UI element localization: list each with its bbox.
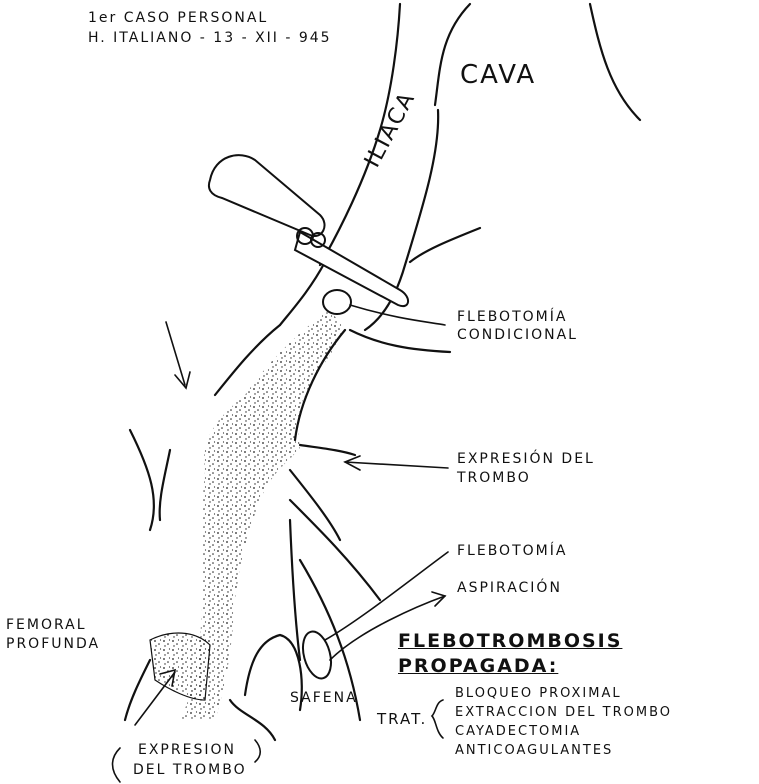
case-header-line1: 1er CASO PERSONAL: [88, 10, 268, 28]
aspiracion-label: ASPIRACIÓN: [457, 580, 562, 598]
expresion-bracket-right: [255, 740, 260, 762]
vascular-clamp: [209, 155, 408, 306]
safena-label: SAFENA: [290, 690, 358, 708]
trat-brace: [432, 700, 443, 738]
condicional-pointer: [350, 305, 445, 325]
expresion-pointer: [345, 462, 448, 468]
iliac-left-lower: [280, 262, 325, 325]
branch-right-2: [290, 470, 340, 540]
left-cut-2: [160, 450, 170, 520]
treatment-item: CAYADECTOMIA: [455, 724, 581, 740]
flebotomia-label: FLEBOTOMÍA: [457, 543, 567, 561]
treatment-label: TRAT.: [377, 710, 427, 729]
diagnosis-line1: FLEBOTROMBOSIS: [398, 630, 622, 654]
branch-right-3: [290, 500, 380, 600]
cava-label: CAVA: [460, 60, 536, 90]
clamp-handle: [209, 155, 325, 236]
thrombus-lower-left: [150, 633, 210, 700]
expresion-bottom-label-1: EXPRESION: [138, 742, 236, 760]
case-header-line2: H. ITALIANO - 13 - XII - 945: [88, 30, 332, 48]
expresion-bracket-left: [113, 748, 121, 782]
diagnosis-line2: PROPAGADA:: [398, 655, 558, 679]
flebotomia-pointer: [325, 552, 448, 640]
treatment-item: EXTRACCION DEL TROMBO: [455, 705, 672, 721]
treatment-item: BLOQUEO PROXIMAL: [455, 686, 622, 702]
flebotomia-condicional-label-1: FLEBOTOMÍA: [457, 309, 567, 327]
expresion-trombo-label-1: EXPRESIÓN DEL: [457, 451, 595, 469]
expresion-trombo-label-2: TROMBO: [457, 470, 531, 488]
profunda-label: PROFUNDA: [6, 636, 100, 654]
bottom-loop: [230, 700, 275, 740]
iliac-right-branch: [410, 228, 480, 262]
left-cut-1: [130, 430, 154, 530]
femoral-label: FEMORAL: [6, 617, 87, 635]
flebotomia-condicional-label-2: CONDICIONAL: [457, 327, 578, 345]
expresion-bottom-label-2: DEL TROMBO: [133, 762, 247, 780]
femoral-right-lower: [290, 520, 300, 660]
cava-right-wall: [590, 4, 640, 120]
phlebotomy-upper-oval: [323, 290, 351, 314]
branch-right-1: [300, 445, 355, 455]
treatment-item: ANTICOAGULANTES: [455, 743, 613, 759]
iliac-branch-curve: [350, 330, 450, 352]
